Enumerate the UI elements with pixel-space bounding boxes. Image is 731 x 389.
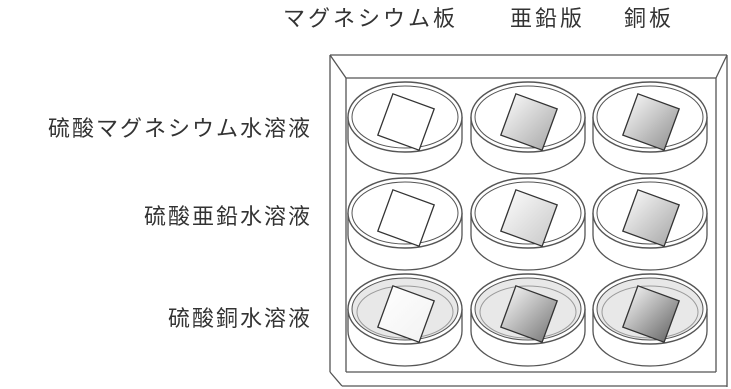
cup-zinc-sulfate-zinc [470,177,586,271]
cup-zinc-sulfate-magnesium [347,177,463,271]
cup-copper-sulfate-copper [592,273,708,367]
tray-top-right-corner [715,54,728,79]
magnesium-plate [376,188,436,248]
zinc-plate [499,284,559,344]
column-label-zinc-plate: 亜鉛版 [510,7,586,32]
zinc-plate [499,188,559,248]
magnesium-plate [376,92,436,152]
tray-top-left-corner [329,54,347,79]
solution-surface [356,285,454,339]
column-label-magnesium-plate: マグネシウム板 [283,7,459,32]
cup-magnesium-sulfate-zinc [470,81,586,175]
row-label-magnesium-sulfate: 硫酸マグネシウム水溶液 [47,117,312,142]
column-label-copper-plate: 銅板 [624,7,675,32]
cup-grid [347,81,708,367]
copper-plate [621,92,681,152]
cup-copper-sulfate-magnesium [347,273,463,367]
copper-plate [621,188,681,248]
solution-surface [479,285,577,339]
cup-magnesium-sulfate-copper [592,81,708,175]
magnesium-plate [376,284,436,344]
row-label-copper-sulfate: 硫酸銅水溶液 [167,307,312,332]
tray-bottom-left-corner [329,371,343,387]
cup-copper-sulfate-zinc [470,273,586,367]
row-label-zinc-sulfate: 硫酸亜鉛水溶液 [143,205,312,230]
cup-magnesium-sulfate-magnesium [347,81,463,175]
cup-zinc-sulfate-copper [592,177,708,271]
copper-plate [621,284,681,344]
zinc-plate [499,92,559,152]
tray [329,54,728,387]
solution-surface [601,285,699,339]
